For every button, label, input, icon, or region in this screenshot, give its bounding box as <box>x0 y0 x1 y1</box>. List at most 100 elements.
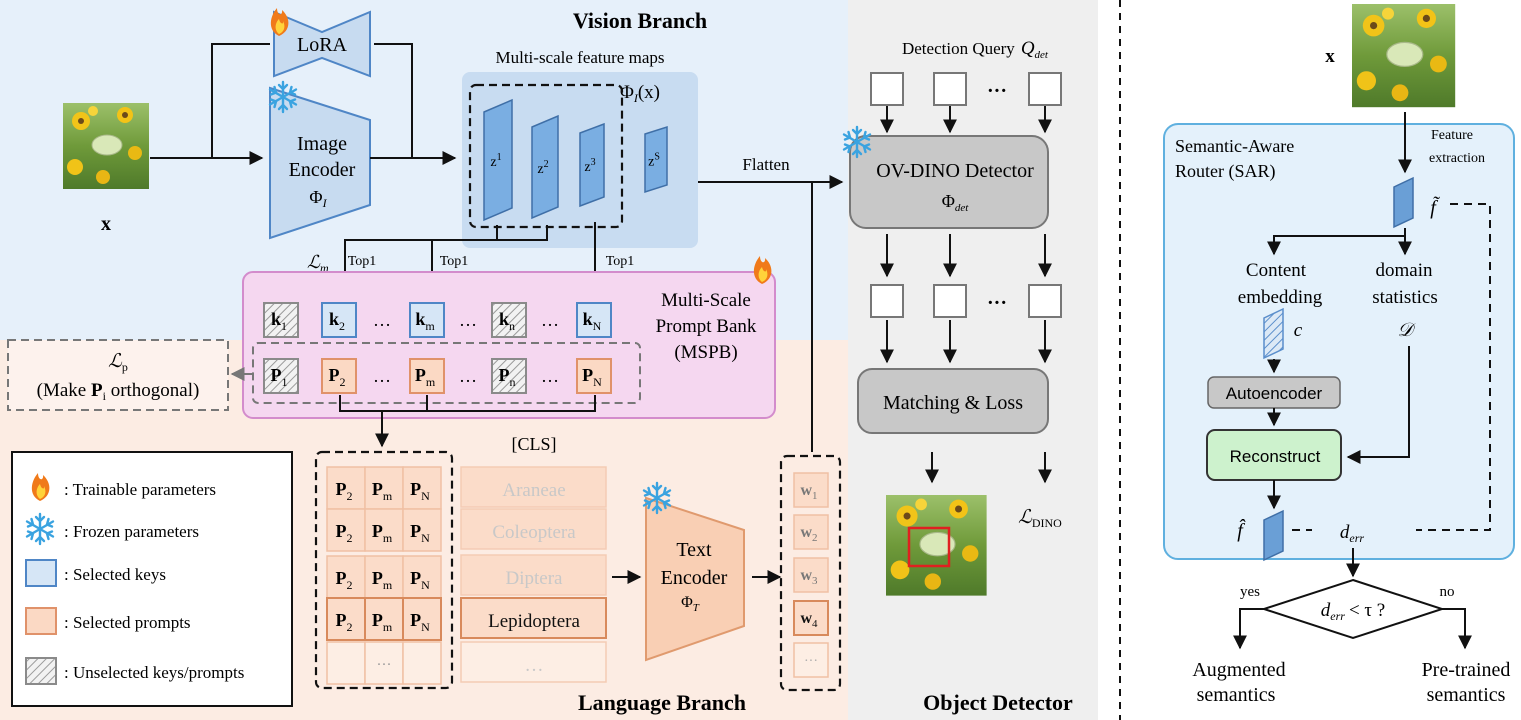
legend-label-0: : Trainable parameters <box>64 480 216 499</box>
prompt-matrix-label: PN <box>410 479 430 503</box>
prompt-matrix-label: P2 <box>336 568 353 592</box>
feature-extraction-1: Feature <box>1431 128 1473 143</box>
legend-label-1: : Frozen parameters <box>64 522 199 541</box>
class-label-4: … <box>525 655 544 676</box>
query-bottom-box-2 <box>1028 284 1062 318</box>
prompt-bank-panel <box>242 271 776 419</box>
w-label-1: w2 <box>800 524 817 544</box>
prompt-cell-0 <box>263 358 299 394</box>
image-encoder-symbol: ΦI <box>309 187 327 210</box>
w-cell-0 <box>793 472 829 508</box>
prompt-label-3: Pm <box>415 365 436 389</box>
d-err-label: derr <box>1340 522 1364 545</box>
feature-map-label-1: z1 <box>490 152 501 170</box>
lora-output-line <box>374 43 413 158</box>
feature-extraction-2: extraction <box>1429 151 1485 166</box>
input-image <box>62 102 150 190</box>
text-encoder-line2: Encoder <box>661 567 728 589</box>
legend: : Trainable parameters : Frozen parameter… <box>25 473 244 685</box>
prompt-matrix-label: P2 <box>336 521 353 545</box>
prompt-matrix-ellipsis: ··· <box>377 657 392 673</box>
autoencoder-label: Autoencoder <box>1226 384 1323 403</box>
augmented-2: semantics <box>1197 684 1276 706</box>
top1-label-3: Top1 <box>606 254 635 269</box>
prompt-matrix-cell <box>326 597 366 641</box>
query-top-box-2 <box>1028 72 1062 106</box>
image-encoder-line2: Encoder <box>289 159 356 181</box>
key-cell-0 <box>263 302 299 338</box>
feature-map-4 <box>644 125 668 194</box>
w-cell-1 <box>793 514 829 550</box>
prompt-bank-title-1: Multi-Scale <box>661 290 751 311</box>
text-encoder-block <box>645 496 745 662</box>
d-label: 𝒟 <box>1397 320 1416 341</box>
lora-label: LoRA <box>297 34 348 56</box>
lora-block <box>273 10 371 78</box>
pretrained-1: Pre-trained <box>1422 659 1511 681</box>
w-cell-3 <box>793 600 829 636</box>
legend-label-4: : Unselected keys/prompts <box>64 663 244 682</box>
phi-i-x-label: ΦI(x) <box>620 82 660 105</box>
prompt-matrix-label: PN <box>410 568 430 592</box>
domain-to-reconstruct-arrow <box>1346 346 1410 464</box>
text-encoder-line1: Text <box>676 539 712 561</box>
prompt-matrix-label: Pm <box>372 479 393 503</box>
prompt-matrix-cell <box>402 597 442 641</box>
prompt-cell-1 <box>321 358 357 394</box>
matching-loss-label: Matching & Loss <box>883 392 1023 414</box>
prompt-matrix-dashed-box <box>314 450 454 690</box>
yes-label: yes <box>1240 584 1260 600</box>
dino-loss-label: ℒDINO <box>1018 507 1062 530</box>
feature-map-label-3: z3 <box>584 157 595 175</box>
detector-output-boxes: ··· <box>870 234 1062 364</box>
f-hat-feature <box>1263 509 1284 562</box>
detection-bounding-box <box>907 526 951 568</box>
input-to-lora-line <box>211 43 270 158</box>
f-tilde-dashed-path <box>1416 203 1491 531</box>
key-cell-3 <box>409 302 445 338</box>
class-cell-2 <box>460 554 607 596</box>
w-cell-4 <box>793 642 829 678</box>
domain-statistics-2: statistics <box>1372 287 1437 308</box>
c-feature <box>1263 307 1284 360</box>
to-content-arrow <box>1267 228 1406 256</box>
w-label-3: w4 <box>800 610 818 630</box>
orange-square <box>25 607 57 635</box>
key-cell-5 <box>491 302 527 338</box>
top1-label-1: Top1 <box>348 254 377 269</box>
query-top-dots: ··· <box>987 80 1007 102</box>
prompt-row-dashed-box <box>252 342 641 404</box>
prompt-cell-5 <box>491 358 527 394</box>
matching-loss-block <box>857 368 1049 434</box>
prompt-bank-title-2: Prompt Bank <box>656 316 757 337</box>
text-encoder-symbol: ΦT <box>681 594 700 614</box>
legend-label-2: : Selected keys <box>64 565 166 584</box>
top1-arrow-k2 <box>338 225 498 290</box>
feature-map-label-2: z2 <box>537 159 548 177</box>
prompt-matrix-cell <box>402 508 442 552</box>
prompt-matrix-cell <box>402 466 442 510</box>
key-cell-7 <box>576 302 612 338</box>
w-label-2: w3 <box>800 567 818 587</box>
query-bottom-box-1 <box>933 284 967 318</box>
prompt-cell-7 <box>576 358 612 394</box>
query-bottom-box-0 <box>870 284 904 318</box>
class-label-3: Lepidoptera <box>488 611 580 632</box>
no-label: no <box>1440 584 1455 600</box>
prompt-label-5: Pn <box>499 365 516 389</box>
key-label-3: km <box>415 309 435 333</box>
feature-map-2 <box>531 114 559 220</box>
feature-map-3 <box>579 122 605 208</box>
w-cell-2 <box>793 557 829 593</box>
key-label-5: kn <box>499 309 515 333</box>
detector-label: OV-DINO Detector <box>876 160 1034 182</box>
prompt-matrix-cell <box>326 508 366 552</box>
prompt-matrix-label: P2 <box>336 479 353 503</box>
sar-input-image <box>1351 3 1456 108</box>
ortho-loss-symbol: ℒp <box>108 351 128 374</box>
